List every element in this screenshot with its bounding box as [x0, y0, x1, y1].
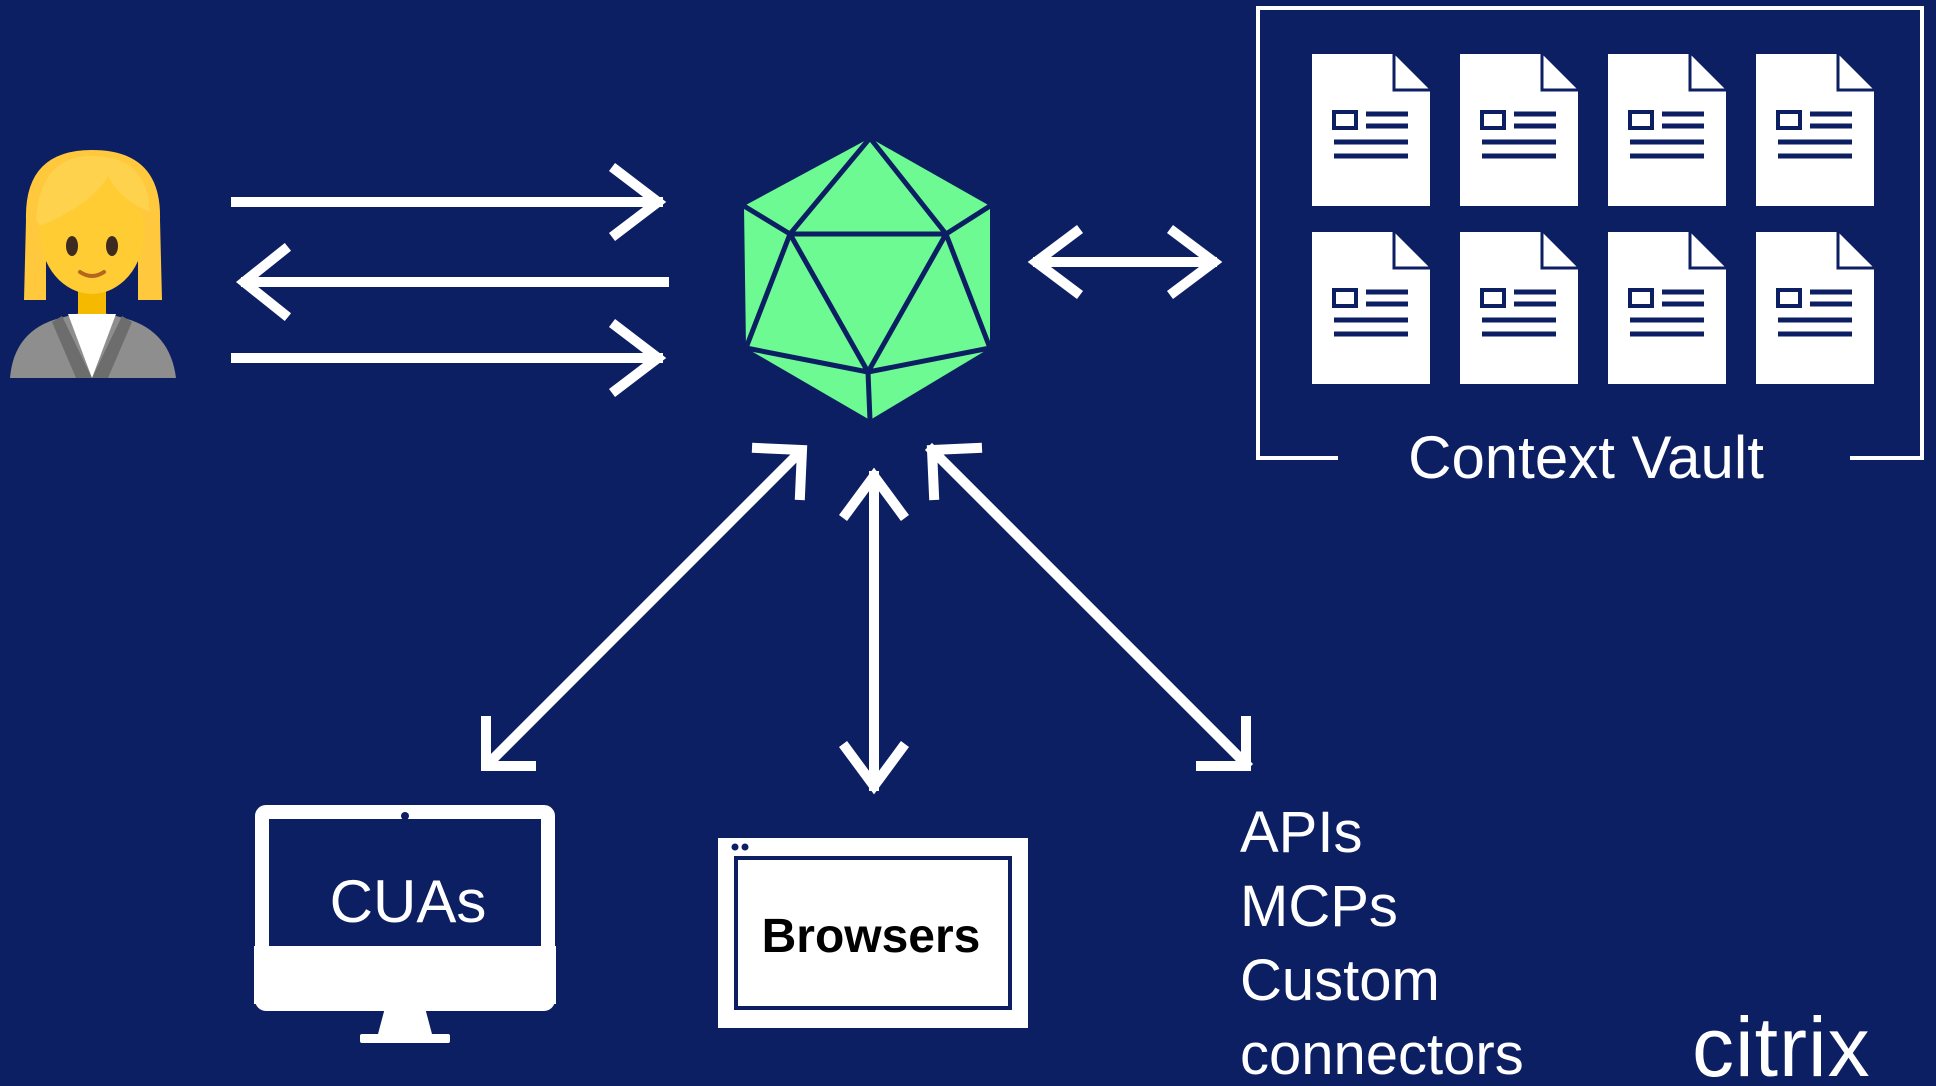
- browser-window-icon: Browsers: [718, 838, 1028, 1028]
- arrow-hub-connectors: [924, 442, 1254, 772]
- document-icon: [1312, 54, 1430, 206]
- connectors-line-2: MCPs: [1240, 874, 1398, 939]
- arrow-hub-browsers: [839, 467, 909, 795]
- document-icon: [1460, 232, 1578, 384]
- connectors-line-1: APIs: [1240, 800, 1363, 865]
- context-vault: Context Vault: [1256, 6, 1924, 491]
- document-icon: [1756, 54, 1874, 206]
- document-icon: [1756, 232, 1874, 384]
- arrow-user-to-hub-1: [231, 162, 667, 242]
- citrix-logo: citrix: [1692, 1000, 1871, 1086]
- arrow-hub-cuas: [480, 442, 808, 772]
- icosahedron-icon: [742, 136, 993, 421]
- arrow-user-to-hub-2: [231, 318, 667, 398]
- citrix-logo-text: citrix: [1692, 1000, 1871, 1081]
- connectors-list: APIs MCPs Custom connectors: [1240, 800, 1524, 1086]
- connectors-line-3: Custom: [1240, 948, 1440, 1013]
- monitor-icon: CUAs: [254, 805, 556, 1043]
- browsers-label: Browsers: [762, 910, 981, 963]
- document-icon: [1312, 232, 1430, 384]
- connectors-line-4: connectors: [1240, 1022, 1524, 1081]
- document-icon: [1460, 54, 1578, 206]
- user-hub-arrows: [231, 162, 669, 398]
- arrow-hub-vault: [1027, 225, 1223, 299]
- document-icon: [1608, 232, 1726, 384]
- cuas-label: CUAs: [330, 868, 487, 935]
- document-icon: [1608, 54, 1726, 206]
- arrow-hub-to-user: [235, 242, 669, 322]
- person-emoji-icon: [10, 150, 176, 378]
- vault-frame: [1256, 6, 1924, 460]
- vault-documents: [1312, 54, 1874, 384]
- vault-label: Context Vault: [1408, 424, 1764, 491]
